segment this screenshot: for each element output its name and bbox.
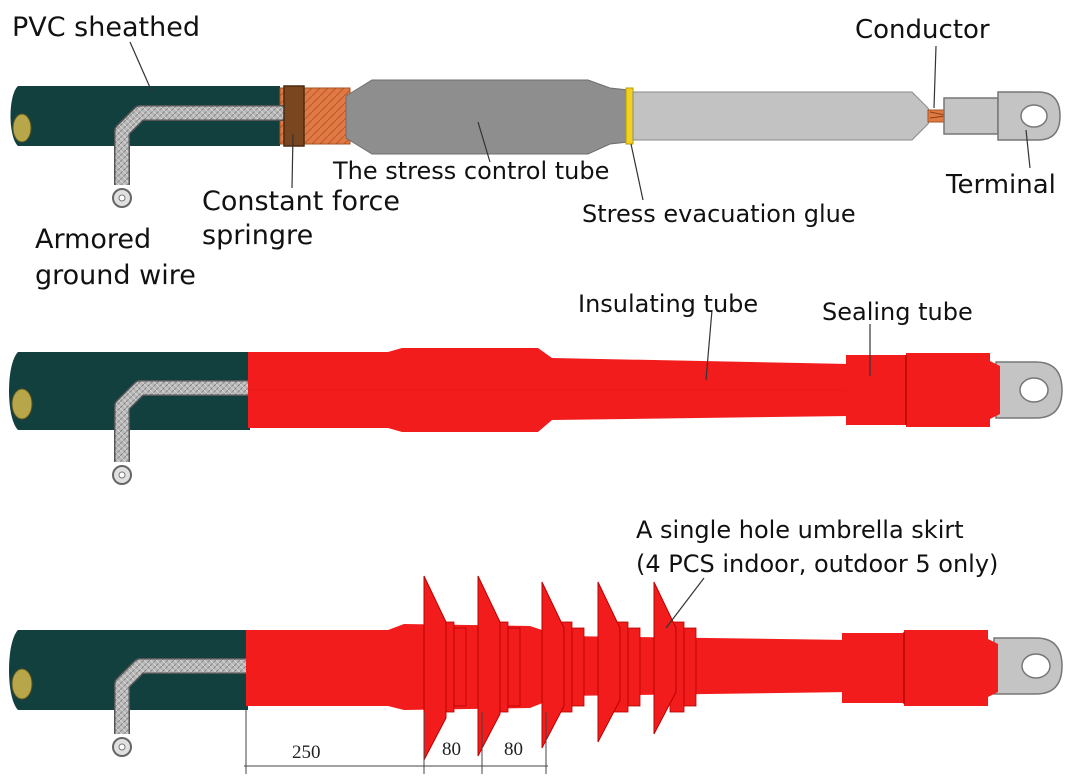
dimension-lines (244, 710, 548, 774)
skirt-collar (627, 627, 641, 707)
label-constant-force-spring-2: springre (202, 220, 313, 251)
umbrella-skirt (477, 575, 501, 757)
umbrella-skirt (597, 581, 621, 743)
sealing-tube-1 (846, 353, 1000, 427)
label-terminal: Terminal (945, 170, 1056, 200)
dimension-80-a: 80 (442, 739, 461, 760)
skirt-collar (571, 627, 585, 707)
armored-ground-wire-1 (112, 105, 300, 208)
insulating-tube (248, 348, 850, 432)
label-umbrella-skirt-1: A single hole umbrella skirt (636, 516, 964, 544)
outdoor-panel: 250 80 80 A single hole umbrella skirt (… (9, 516, 1063, 774)
umbrella-skirt (541, 581, 565, 749)
label-insulating-tube: Insulating tube (578, 290, 758, 318)
label-conductor: Conductor (855, 15, 990, 45)
cable-core-end (12, 113, 32, 143)
indoor-panel: Insulating tube Sealing tube (9, 290, 1063, 485)
skirt-collar (453, 627, 467, 707)
terminal-lug-3 (993, 637, 1063, 695)
label-armored-ground-wire-2: ground wire (35, 260, 196, 291)
sealing-tube-2 (842, 630, 998, 706)
umbrella-skirts (423, 575, 697, 761)
label-armored-ground-wire-1: Armored (35, 224, 151, 255)
dimension-250: 250 (292, 742, 321, 763)
label-pvc-sheathed: PVC sheathed (12, 12, 200, 43)
stress-evacuation-glue (625, 87, 634, 145)
constant-force-spring (283, 85, 305, 147)
components-panel: PVC sheathed Conductor The stress contro… (10, 12, 1061, 291)
skirt-collar (507, 627, 521, 707)
label-umbrella-skirt-2: (4 PCS indoor, outdoor 5 only) (636, 550, 998, 578)
stress-control-tube (345, 79, 629, 155)
terminal-lug-2 (995, 361, 1063, 419)
leader-lines-1 (129, 41, 1031, 201)
umbrella-skirt (653, 581, 677, 735)
label-stress-evacuation-glue: Stress evacuation glue (582, 200, 856, 228)
dimension-80-b: 80 (504, 739, 523, 760)
umbrella-skirt (423, 575, 447, 761)
label-stress-control-tube: The stress control tube (332, 157, 609, 185)
skirt-collar (683, 627, 697, 707)
label-constant-force-spring-1: Constant force (202, 186, 400, 217)
leader-lines-2 (705, 309, 871, 381)
xlpe-insulation (632, 91, 933, 141)
armored-ground-wire-2 (112, 380, 252, 485)
armored-ground-wire-3 (112, 658, 250, 757)
leader-line-skirt (665, 577, 705, 629)
label-sealing-tube: Sealing tube (822, 298, 973, 326)
terminal-lug-1 (943, 91, 1061, 141)
